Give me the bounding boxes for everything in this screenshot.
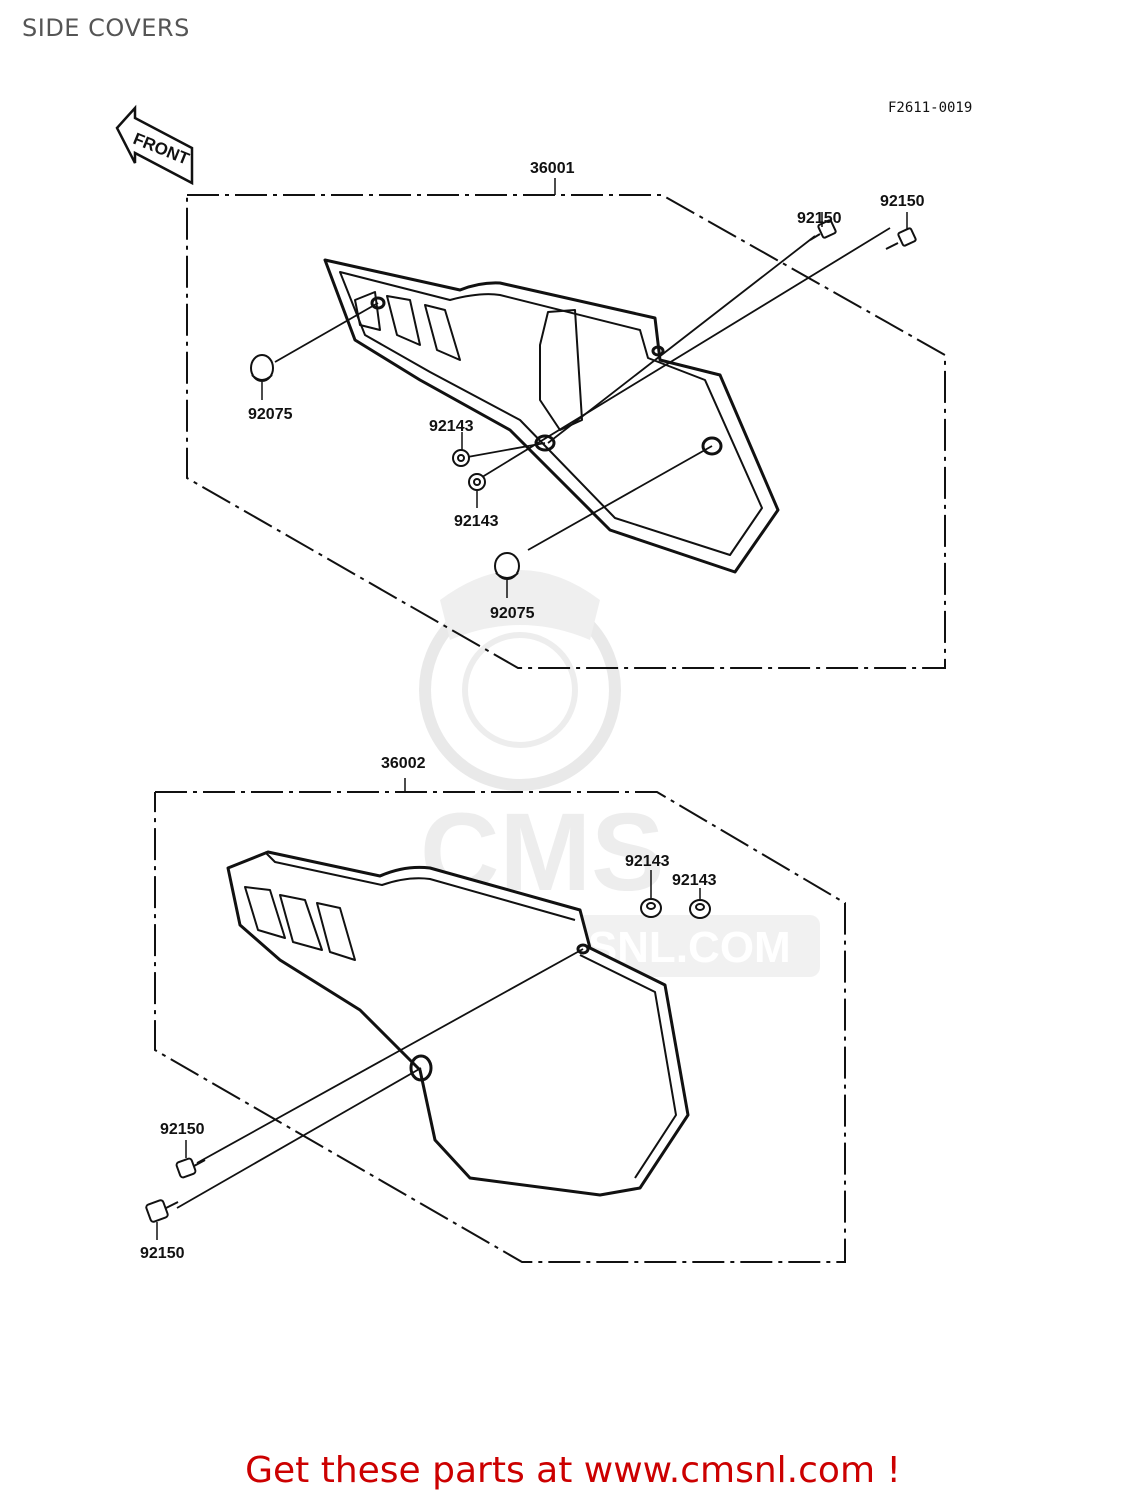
side-cover-left <box>226 850 690 1197</box>
grommet-lower-b-icon <box>689 899 711 919</box>
bolt-lower-b-icon <box>145 1199 179 1223</box>
label-92143-lower-a: 92143 <box>625 853 670 870</box>
label-92150-upper-a: 92150 <box>797 210 842 227</box>
assembly-box-36001 <box>186 194 946 669</box>
label-92143-lower-b: 92143 <box>672 872 717 889</box>
label-36002: 36002 <box>381 755 426 772</box>
assembly-box-36002 <box>154 791 846 1263</box>
label-92143-upper-a: 92143 <box>429 418 474 435</box>
damper-upper-b-icon <box>494 552 520 580</box>
side-cover-right <box>323 258 780 574</box>
label-36001: 36001 <box>530 160 575 177</box>
label-92150-lower-a: 92150 <box>160 1121 205 1138</box>
grommet-upper-b-icon <box>468 473 486 491</box>
damper-upper-a-icon <box>250 354 274 382</box>
bolt-upper-b-icon <box>885 227 917 250</box>
label-92075-upper-b: 92075 <box>490 605 535 622</box>
label-92143-upper-b: 92143 <box>454 513 499 530</box>
leader-lines-upper <box>274 227 891 551</box>
label-92075-upper-a: 92075 <box>248 406 293 423</box>
label-92150-lower-b: 92150 <box>140 1245 185 1262</box>
footer-link[interactable]: Get these parts at www.cmsnl.com ! <box>245 1450 901 1491</box>
leader-lines-lower <box>176 948 584 1209</box>
label-92150-upper-b: 92150 <box>880 193 925 210</box>
front-arrow-icon: FRONT <box>115 104 194 186</box>
drawing-code: F2611-0019 <box>888 100 972 116</box>
page-title: SIDE COVERS <box>22 14 190 42</box>
grommet-lower-a-icon <box>640 898 662 918</box>
grommet-upper-a-icon <box>452 449 470 467</box>
bolt-lower-a-icon <box>175 1157 206 1179</box>
